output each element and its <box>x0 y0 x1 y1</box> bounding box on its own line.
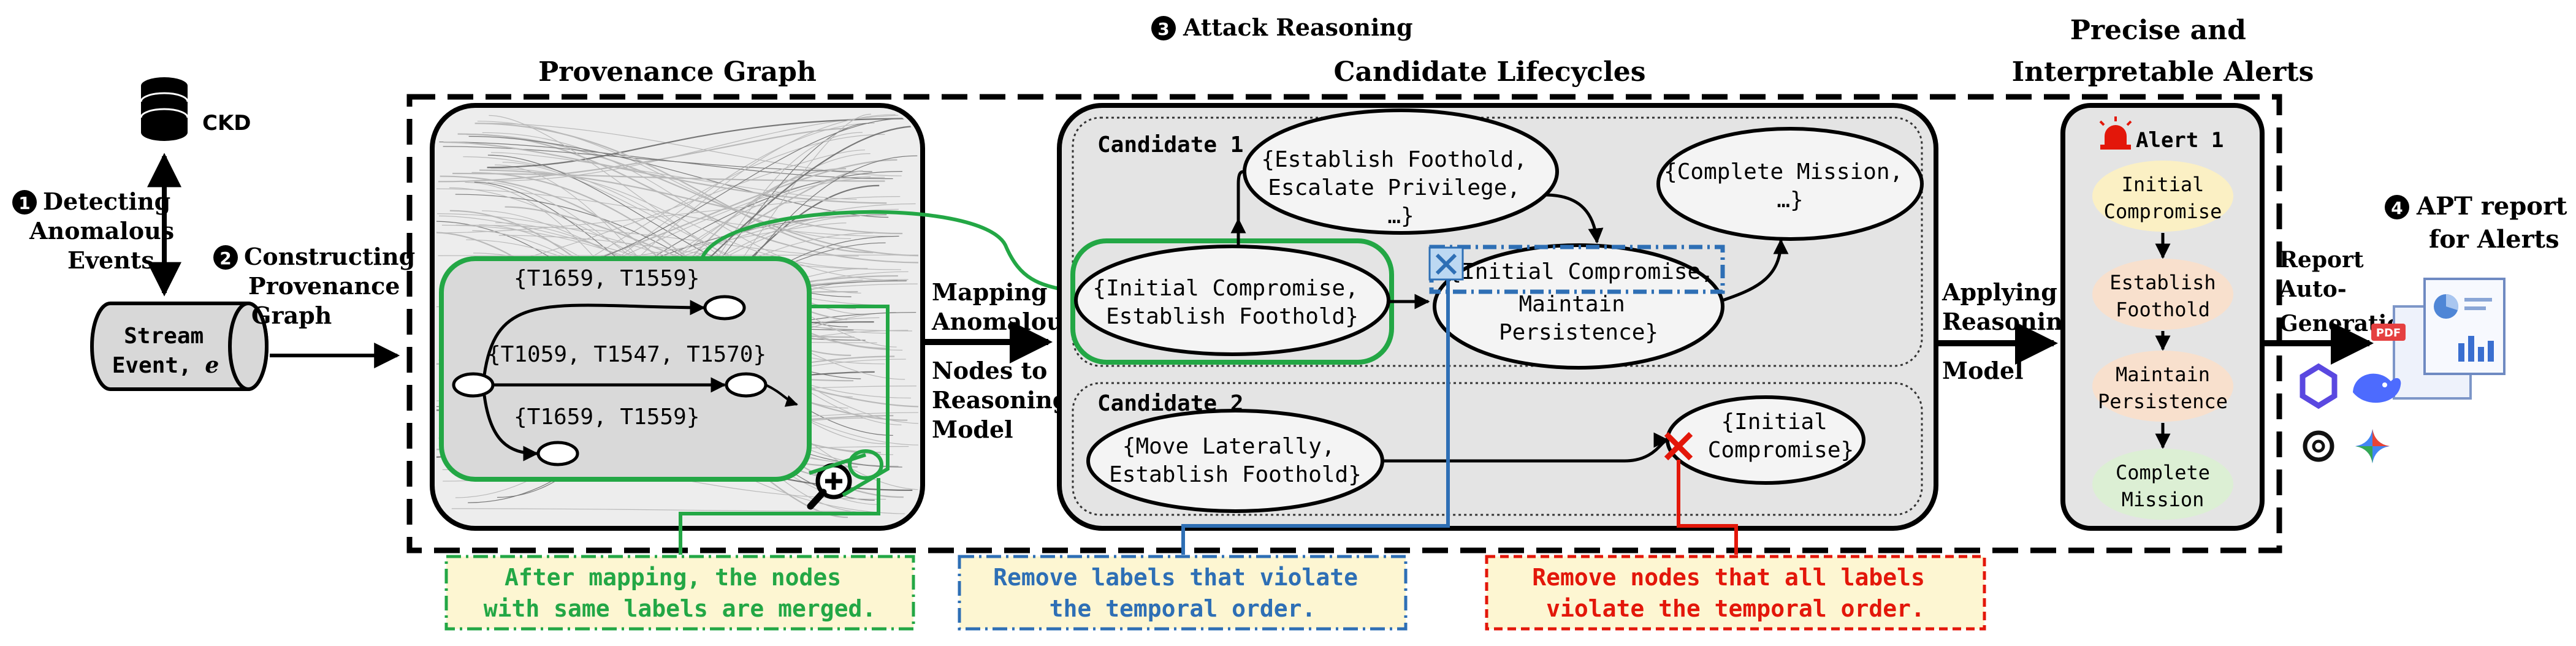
c1-node-1-text: {Initial Compromise, Establish Foothold} <box>1092 276 1371 329</box>
openai-icon <box>2303 430 2334 462</box>
background-edge <box>436 188 894 237</box>
alert-stage-3-text: Persistence <box>2098 390 2228 413</box>
background-edge <box>487 118 915 169</box>
ckd-database-icon <box>140 77 189 141</box>
alert-stages: InitialCompromiseEstablishFootholdMainta… <box>2092 161 2233 520</box>
technique-label-2: {T1059, T1547, T1570} <box>487 342 766 367</box>
attack-reasoning-frame <box>406 94 2282 553</box>
background-edge <box>477 121 852 240</box>
background-edge <box>439 141 893 180</box>
siren-icon <box>2099 116 2132 150</box>
alert-stage-3-text: Maintain <box>2116 363 2210 386</box>
c1-node-3-text: {Initial Compromise, Maintain Persistenc… <box>1448 259 1727 345</box>
note-red <box>1485 555 1986 631</box>
note-green <box>444 555 915 631</box>
alerts-title: Precise and Interpretable Alerts <box>2012 15 2314 88</box>
step4-label: APT report for Alerts <box>2416 192 2575 254</box>
qwen-icon <box>2300 363 2338 409</box>
red-note-connector <box>1677 460 1738 555</box>
candidate1-box <box>1072 116 1923 367</box>
remove-node-icon <box>1664 431 1693 461</box>
background-edge <box>452 172 885 182</box>
step2-number: 2 <box>219 248 231 268</box>
step4-number: 4 <box>2391 198 2403 218</box>
technique-label-3: {T1659, T1559} <box>514 405 699 430</box>
step2-label: Constructing Provenance Graph <box>244 243 423 329</box>
alert-label: Alert 1 <box>2136 128 2224 153</box>
zoom-in-icon <box>807 463 852 510</box>
alert-stage-4-text: Complete <box>2116 461 2210 484</box>
note-red-text: Remove nodes that all labels violate the… <box>1532 564 1938 622</box>
c1-node-complete-mission <box>1656 127 1924 241</box>
highlighted-node <box>848 449 883 480</box>
zoom-connector <box>809 305 890 497</box>
background-edge <box>498 235 901 270</box>
stream-event-label: Stream Event, e <box>112 324 219 378</box>
alert-stage-1-text: Compromise <box>2104 200 2222 223</box>
green-note-connector <box>679 478 880 555</box>
background-edge <box>438 127 848 183</box>
step3-badge <box>1151 16 1176 40</box>
background-edge <box>479 169 903 235</box>
edge-c1-1-2 <box>1237 170 1245 246</box>
background-edge <box>443 141 887 204</box>
background-edge <box>455 224 859 257</box>
alert-stage-2-text: Foothold <box>2116 298 2210 321</box>
edge-c2 <box>1382 432 1669 463</box>
report-document-icon <box>2371 278 2506 400</box>
alert-stage-4 <box>2092 449 2233 520</box>
background-edge <box>482 132 898 281</box>
step1-badge <box>12 190 37 215</box>
c2-node-2-text: {Initial Compromise} <box>1708 409 1854 463</box>
alert-stage-1-text: Initial <box>2122 173 2204 196</box>
merged-nodes-region <box>439 256 812 482</box>
background-edge <box>489 115 897 348</box>
stream-event-cylinder <box>90 302 269 391</box>
deepseek-icon <box>2353 373 2401 403</box>
mapping-connector <box>700 210 1070 293</box>
merged-graph <box>452 295 798 466</box>
pdf-badge: PDF <box>2376 327 2401 340</box>
candidate2-box <box>1072 382 1923 516</box>
background-edge <box>436 196 901 234</box>
edge-c1-3-4 <box>1722 238 1789 302</box>
background-edge <box>490 168 868 269</box>
alert-stage-1 <box>2092 161 2233 232</box>
step3-label: Attack Reasoning <box>1183 13 1413 41</box>
c1-node-2-text: {Establish Foothold, Escalate Privilege,… <box>1261 147 1540 229</box>
edge-c1-2-3 <box>1544 193 1604 244</box>
alert-stage-2-text: Establish <box>2109 271 2216 294</box>
note-green-text: After mapping, the nodes with same label… <box>484 564 877 622</box>
applying-label: Applying Reasoning Model <box>1942 278 2087 384</box>
candidate1-title: Candidate 1 <box>1097 132 1243 158</box>
step2-badge <box>213 245 238 270</box>
ckd-label: CKD <box>202 111 251 135</box>
technique-label-1: {T1659, T1559} <box>514 266 699 291</box>
background-edge <box>451 508 851 512</box>
lifecycles-title: Candidate Lifecycles <box>1333 56 1645 88</box>
note-blue-text: Remove labels that violate the temporal … <box>993 564 1372 622</box>
alert-stage-3 <box>2092 351 2233 422</box>
c1-node-4-text: {Complete Mission, …} <box>1664 159 1916 213</box>
step1-label: Detecting Anomalous Events <box>29 188 182 274</box>
gemini-icon <box>2355 429 2390 463</box>
step4-badge <box>2385 195 2409 219</box>
background-edge <box>490 152 857 200</box>
c2-node-move-laterally <box>1086 409 1384 513</box>
step3-number: 3 <box>1157 19 1169 39</box>
provenance-title: Provenance Graph <box>538 56 817 88</box>
background-edge <box>474 123 874 254</box>
mapping-label: Mapping Anomalous Nodes to Reasoning Mod… <box>931 278 1084 443</box>
step1-number: 1 <box>18 193 30 213</box>
note-blue <box>958 555 1408 631</box>
alert-stage-2 <box>2092 259 2233 330</box>
background-edge <box>443 146 872 172</box>
alert-stage-4-text: Mission <box>2122 488 2204 511</box>
blue-note-connector <box>1181 279 1450 555</box>
remove-label-icon <box>1428 246 1464 281</box>
c2-node-1-text: {Move Laterally, Establish Foothold} <box>1109 434 1362 487</box>
